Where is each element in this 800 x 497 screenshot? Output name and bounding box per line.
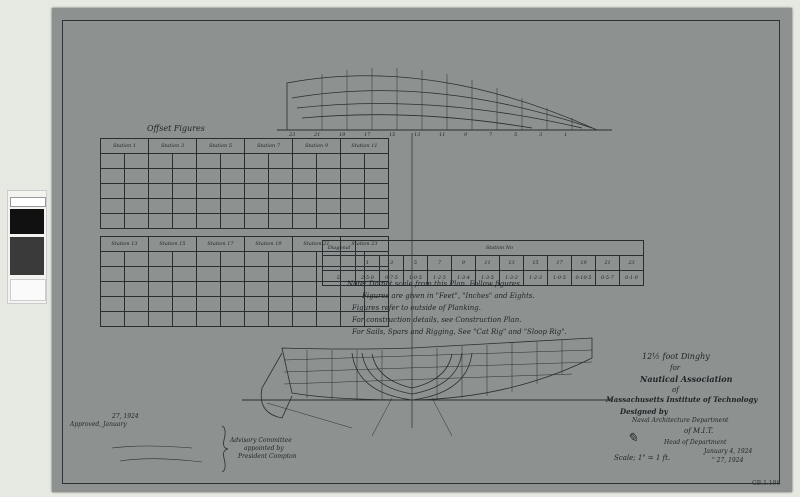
station-number: 15 [523,255,548,271]
half-breadth-outline [286,75,598,131]
diagonal-value: 1-3-4 [451,270,476,286]
station-header: Station 1 [100,138,149,154]
station-label: 3 [539,132,543,138]
institution-name: Massachusetts Institute of Technology [606,395,758,404]
diagonal-value: 0-1-0 [619,270,644,286]
station-header: Station 3 [148,138,197,154]
station-header: Station 7 [244,138,293,154]
of-mit: of M.I.T. [684,427,714,435]
station-header: Station 5 [196,138,245,154]
approval-date: 27, 1924 [112,413,139,420]
note-line: For Sails, Spars and Rigging, See "Cat R… [352,328,567,336]
president-label: President Compton [238,453,297,460]
white-swatch [10,279,46,301]
station-number: 13 [499,255,524,271]
diagonal-value: 0-10-5 [571,270,596,286]
black-swatch [10,209,44,234]
dark-grey-swatch [10,237,44,275]
note-line: Figures refer to outside of Planking. [352,304,482,312]
date-two: " 27, 1924 [712,457,744,464]
station-number: 11 [475,255,500,271]
station-label: 17 [364,132,371,138]
station-number: 19 [571,255,596,271]
offset-figures-heading: Offset Figures [147,124,205,133]
station-header: Station 17 [196,236,245,252]
station-label: 11 [439,132,446,138]
station-header: Station 11 [340,138,389,154]
station-number: 9 [451,255,476,271]
station-label: 5 [514,132,518,138]
station-label: 13 [414,132,421,138]
department-name: Naval Architecture Department [632,417,729,424]
committee-label: Advisory Committee [230,437,292,444]
note-line: Note; Do not scale from this Plan. Follo… [347,280,523,288]
station-header: Station 15 [148,236,197,252]
hull-drawings [111,68,612,473]
title-of: of [672,386,679,394]
scale-label-patch [10,197,46,207]
station-header: Station 19 [244,236,293,252]
diagonal-value: 0-5-7 [595,270,620,286]
diagonal-header: Diagonal [322,240,356,256]
station-header: Station 9 [292,138,341,154]
station-label: 23 [289,132,296,138]
scale-label: Scale; 1" = 1 ft. [614,454,671,462]
catalog-number: GB.1.198 [752,480,781,487]
head-of-department: Head of Department [664,439,727,446]
station-no-title: Station No [355,240,644,256]
note-line: Figures are given in "Feet", "Inches" an… [362,292,535,300]
station-header: Station 13 [100,236,149,252]
color-calibration-strip [7,190,47,304]
station-label: 7 [489,132,493,138]
appointed-label: appointed by [244,445,284,452]
sheet-border [62,20,780,484]
station-label: 9 [464,132,468,138]
station-label: 15 [389,132,396,138]
designer-signature: ✎ [627,431,638,446]
profile-outline [281,337,593,401]
station-number: 23 [619,255,644,271]
boat-title: 12½ foot Dinghy [642,352,710,361]
diagonal-value: 1-3-2 [499,270,524,286]
station-label: 1 [564,132,568,138]
approved-label: Approved, January [70,421,127,428]
note-line: For construction details, see Constructi… [352,316,522,324]
station-number: 7 [427,255,452,271]
station-label: 19 [339,132,346,138]
diagonal-value: 1-0-5 [547,270,572,286]
diagonal-value: 1-2-3 [523,270,548,286]
designed-by-label: Designed by [620,407,668,416]
station-number: 21 [595,255,620,271]
station-label: 21 [314,132,321,138]
station-number: 5 [403,255,428,271]
date-one: January 4, 1924 [704,448,753,455]
diagonal-value: 1-0-5 [403,270,428,286]
title-for: for [670,364,681,372]
client-name: Nautical Association [640,374,733,384]
station-number: 1 [355,255,380,271]
station-number: 17 [547,255,572,271]
station-number: 3 [379,255,404,271]
